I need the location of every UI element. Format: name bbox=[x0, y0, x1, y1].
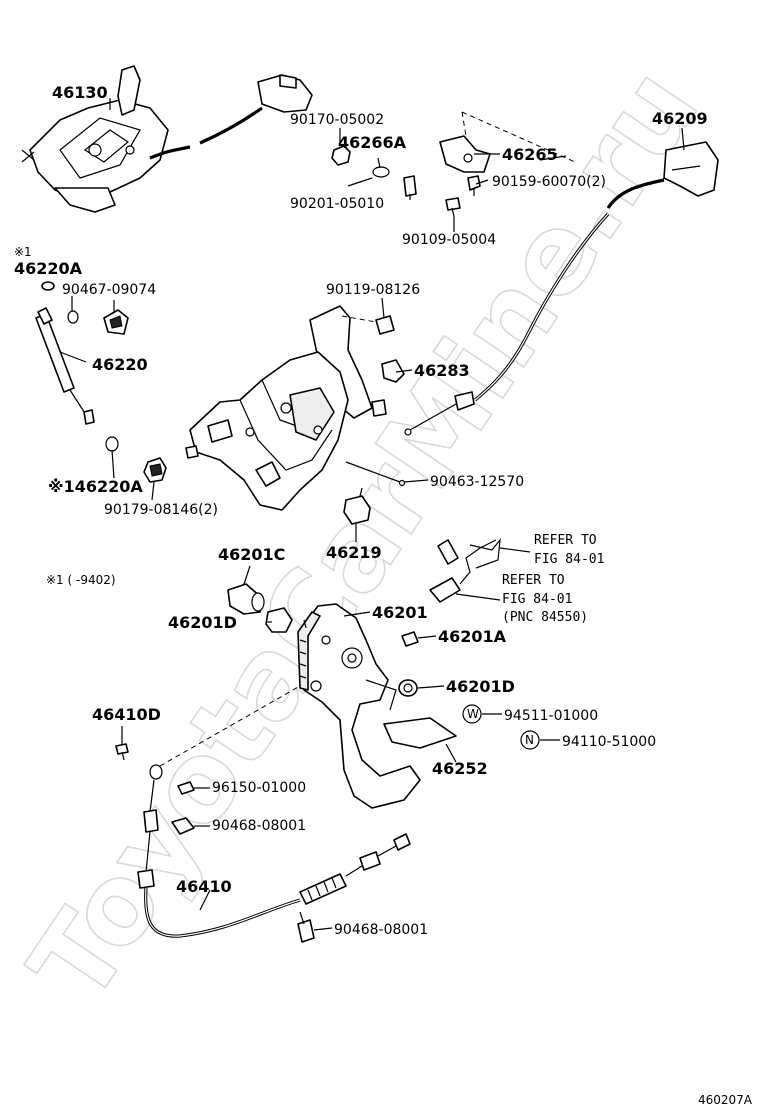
refer-1-line-2: FIG 84-01 bbox=[534, 552, 604, 567]
bushing-46201C bbox=[227, 583, 293, 633]
refer-2-line-2: FIG 84-01 bbox=[502, 592, 572, 607]
stopper-46219 bbox=[343, 487, 371, 525]
label-96150-01000: 96150-01000 bbox=[212, 780, 306, 796]
release-handle-46209 bbox=[404, 141, 719, 436]
label-46130: 46130 bbox=[52, 83, 108, 102]
part-labels: 46130 90170-05002 46266A 46265 46209 901… bbox=[14, 83, 753, 1107]
label-90467-09074: 90467-09074 bbox=[62, 282, 156, 298]
parking-brake-assembly-46130 bbox=[21, 65, 313, 213]
pedal-lever-46201 bbox=[297, 603, 457, 809]
washer-symbol: W bbox=[467, 707, 479, 721]
pedal-fasteners: W N bbox=[115, 631, 540, 761]
strut-46220 bbox=[35, 281, 129, 452]
label-46201: 46201 bbox=[372, 603, 428, 622]
label-90201-05010: 90201-05010 bbox=[290, 196, 384, 212]
label-46410D: 46410D bbox=[92, 705, 161, 724]
bracket-46265 bbox=[439, 111, 576, 173]
label-90109-05004: 90109-05004 bbox=[402, 232, 496, 248]
switch-connector bbox=[429, 538, 501, 603]
fasteners-top bbox=[331, 145, 481, 217]
watermark: ToyotaCarMine.ru bbox=[5, 46, 723, 1024]
label-46252: 46252 bbox=[432, 759, 488, 778]
note-range: ※1 ( -9402) bbox=[46, 573, 116, 587]
label-94511-01000: 94511-01000 bbox=[504, 708, 598, 724]
refer-2-line-1: REFER TO bbox=[502, 573, 565, 588]
label-46220A: 46220A bbox=[14, 259, 83, 278]
pedal-bracket-center bbox=[143, 305, 406, 511]
leader-lines bbox=[59, 98, 685, 931]
refer-1-line-1: REFER TO bbox=[534, 533, 597, 548]
label-46201D-2: 46201D bbox=[446, 677, 515, 696]
label-46201C: 46201C bbox=[218, 545, 285, 564]
label-46209: 46209 bbox=[652, 109, 708, 128]
nut-symbol: N bbox=[525, 733, 534, 747]
label-90468-08001-2: 90468-08001 bbox=[334, 922, 428, 938]
label-46283: 46283 bbox=[414, 361, 470, 380]
label-90170-05002: 90170-05002 bbox=[290, 112, 384, 128]
label-46201A: 46201A bbox=[438, 627, 507, 646]
cable-46410 bbox=[137, 685, 411, 943]
label-46266A: 46266A bbox=[338, 133, 407, 152]
note-marker: ※1 bbox=[14, 245, 32, 259]
label-46410: 46410 bbox=[176, 877, 232, 896]
label-46219: 46219 bbox=[326, 543, 382, 562]
figure-id: 460207A bbox=[698, 1093, 753, 1107]
label-90159-60070: 90159-60070(2) bbox=[492, 174, 606, 190]
label-94110-51000: 94110-51000 bbox=[562, 734, 656, 750]
label-46220: 46220 bbox=[92, 355, 148, 374]
label-90468-08001: 90468-08001 bbox=[212, 818, 306, 834]
label-46265: 46265 bbox=[502, 145, 558, 164]
label-90119-08126: 90119-08126 bbox=[326, 282, 420, 298]
label-46201D: 46201D bbox=[168, 613, 237, 632]
label-90463-12570: 90463-12570 bbox=[430, 474, 524, 490]
label-46220A-note: ※146220A bbox=[48, 477, 143, 496]
label-90179-08146: 90179-08146(2) bbox=[104, 502, 218, 518]
refer-2-line-3: (PNC 84550) bbox=[502, 610, 588, 625]
